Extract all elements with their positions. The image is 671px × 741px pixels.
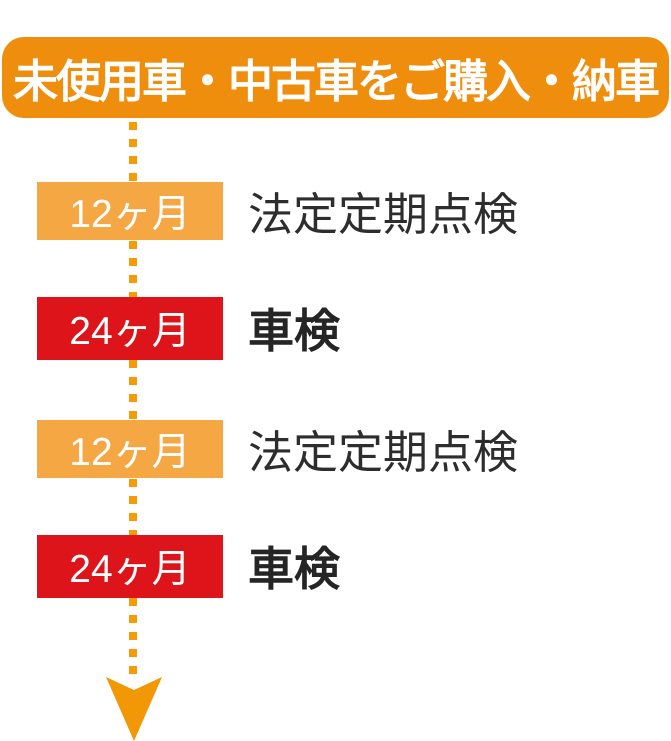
header-title: 未使用車・中古車をご購入・納車 bbox=[12, 56, 660, 107]
milestone-label-vehicle-inspection: 車検 bbox=[248, 305, 340, 357]
milestone-badge-12months: 12ヶ月 bbox=[37, 419, 223, 478]
milestone-label-periodic-inspection: 法定定期点検 bbox=[248, 189, 519, 240]
down-arrow-icon bbox=[106, 677, 162, 741]
header-banner: 未使用車・中古車をご購入・納車 bbox=[2, 37, 669, 118]
milestone-label-vehicle-inspection: 車検 bbox=[248, 543, 340, 595]
milestone-label-periodic-inspection: 法定定期点検 bbox=[248, 427, 519, 478]
timeline-row: 12ヶ月 法定定期点検 bbox=[37, 416, 518, 481]
milestone-badge-12months: 12ヶ月 bbox=[37, 181, 223, 240]
timeline-row: 24ヶ月 車検 bbox=[37, 295, 340, 361]
timeline-row: 24ヶ月 車検 bbox=[37, 533, 340, 599]
timeline-dotted-connector bbox=[129, 122, 137, 678]
timeline-row: 12ヶ月 法定定期点検 bbox=[37, 178, 518, 243]
milestone-badge-24months: 24ヶ月 bbox=[37, 534, 223, 598]
milestone-badge-24months: 24ヶ月 bbox=[37, 296, 223, 360]
